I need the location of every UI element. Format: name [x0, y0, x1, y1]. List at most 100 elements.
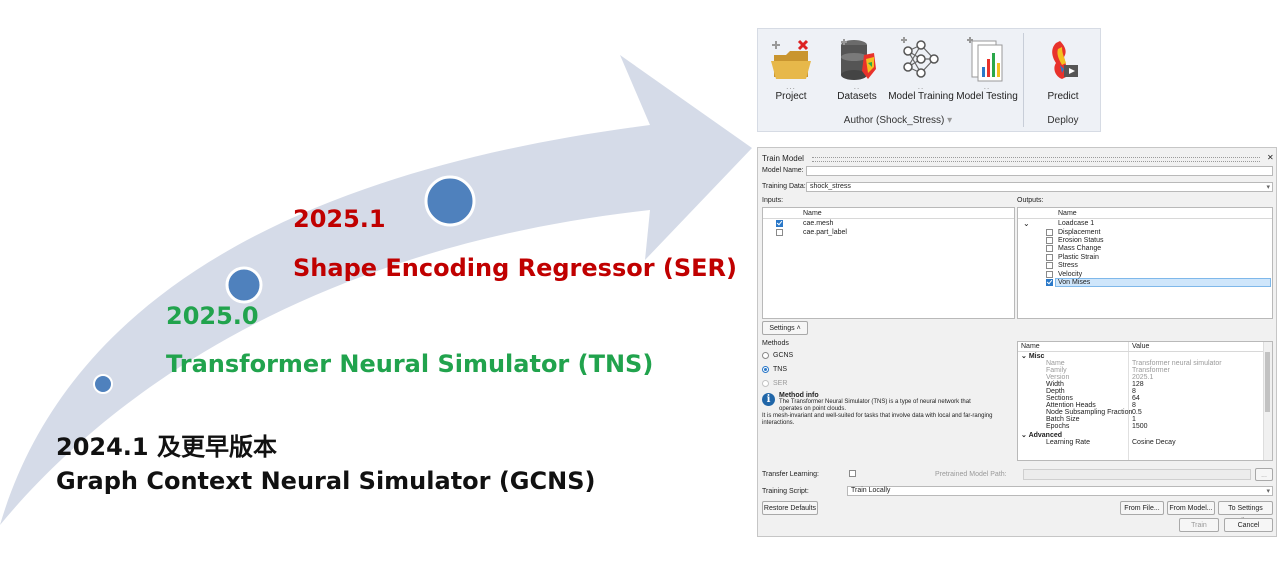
method-ser: SER	[773, 380, 788, 387]
method-tns[interactable]: TNS	[773, 366, 787, 373]
collapse-chevron-icon[interactable]: ⌄	[1023, 219, 1030, 228]
output-von-mises[interactable]: Von Mises	[1058, 279, 1091, 286]
deploy-group-label: Deploy	[1047, 115, 1079, 126]
settings-toggle-button[interactable]: Settings ˄	[762, 321, 808, 335]
pretrained-path-label: Pretrained Model Path:	[935, 471, 1007, 478]
prop-batch-size-value[interactable]: 1	[1132, 416, 1136, 423]
prop-version-name: Version	[1046, 374, 1070, 381]
from-file-button[interactable]: From File...	[1120, 501, 1164, 515]
chevron-down-icon: ▾	[1266, 184, 1270, 191]
predict-label: Predict	[1047, 91, 1079, 102]
prop-sections-name: Sections	[1046, 395, 1073, 402]
prop-learning-rate-value[interactable]: Cosine Decay	[1132, 439, 1176, 446]
outputs-name-header: Name	[1058, 210, 1077, 217]
outputs-label: Outputs:	[1017, 197, 1044, 204]
browse-button: ...	[1255, 468, 1273, 481]
inputs-name-header: Name	[803, 210, 822, 217]
props-value-header: Value	[1132, 343, 1150, 350]
info-icon: i	[762, 393, 775, 406]
output-checkbox-von-mises[interactable]	[1046, 279, 1053, 286]
props-scroll-thumb[interactable]	[1265, 352, 1270, 412]
project-tool[interactable]: ... Project	[758, 35, 824, 102]
title-grip[interactable]	[812, 157, 1260, 162]
output-checkbox-mass-change[interactable]	[1046, 245, 1053, 252]
output-mass-change[interactable]: Mass Change	[1058, 245, 1102, 252]
model-name-input[interactable]	[806, 166, 1273, 176]
output-checkbox-erosion-status[interactable]	[1046, 237, 1053, 244]
training-data-label: Training Data:	[762, 183, 806, 190]
output-velocity[interactable]: Velocity	[1058, 271, 1083, 278]
prop-family-name: Family	[1046, 367, 1067, 374]
output-displacement[interactable]: Displacement	[1058, 229, 1101, 236]
arrow-shape	[0, 55, 752, 525]
method-gcns[interactable]: GCNS	[773, 352, 794, 359]
ser-name: Shape Encoding Regressor (SER)	[293, 254, 737, 282]
model-training-label: Model Training	[888, 91, 954, 102]
to-settings-file-button[interactable]: To Settings File...	[1218, 501, 1273, 525]
prop-learning-rate-name: Learning Rate	[1046, 439, 1090, 446]
output-stress[interactable]: Stress	[1058, 262, 1078, 269]
from-model-button[interactable]: From Model...	[1167, 501, 1215, 515]
model-training-tool[interactable]: .. Model Training	[888, 35, 954, 102]
datasets-tool[interactable]: .. Datasets	[824, 35, 890, 102]
props-advanced-group[interactable]: ⌄ Advanced	[1021, 432, 1063, 439]
datasets-label: Datasets	[837, 91, 877, 102]
prop-sections-value[interactable]: 64	[1132, 395, 1140, 402]
input-cae-part-label[interactable]: cae.part_label	[803, 229, 847, 236]
prop-depth-name: Depth	[1046, 388, 1065, 395]
ribbon-separator	[1023, 33, 1024, 127]
input-cae-mesh[interactable]: cae.mesh	[803, 220, 834, 227]
model-testing-label: Model Testing	[956, 91, 1018, 102]
inputs-label: Inputs:	[762, 197, 784, 204]
close-icon[interactable]: ✕	[1267, 153, 1274, 162]
output-checkbox-velocity[interactable]	[1046, 271, 1053, 278]
prop-subsampling-value[interactable]: 0.5	[1132, 409, 1142, 416]
properties-grid: Name Value ⌄ Misc Name Transformer neura…	[1017, 341, 1273, 461]
props-misc-group[interactable]: ⌄ Misc	[1021, 353, 1045, 360]
inputs-list: Name cae.mesh cae.part_label	[762, 207, 1015, 319]
cancel-button[interactable]: Cancel	[1224, 518, 1273, 532]
transfer-learning-label: Transfer Learning:	[762, 471, 819, 478]
prop-depth-value[interactable]: 8	[1132, 388, 1136, 395]
outputs-list: Name ⌄ Loadcase 1 Displacement Erosion S…	[1017, 207, 1273, 319]
input-checkbox-cae-mesh[interactable]	[776, 220, 783, 227]
output-checkbox-plastic-strain[interactable]	[1046, 254, 1053, 261]
dialog-title: Train Model	[762, 154, 804, 163]
transfer-learning-checkbox[interactable]	[849, 470, 856, 477]
prop-attention-heads-value[interactable]: 8	[1132, 402, 1136, 409]
folder-icon	[768, 35, 814, 83]
train-button: Train	[1179, 518, 1219, 532]
output-checkbox-stress[interactable]	[1046, 262, 1053, 269]
input-checkbox-cae-part-label[interactable]	[776, 229, 783, 236]
training-script-select[interactable]: Train Locally ▾	[847, 486, 1273, 496]
prop-epochs-value[interactable]: 1500	[1132, 423, 1148, 430]
author-group-label[interactable]: Author (Shock_Stress) ▾	[843, 115, 953, 126]
tns-name: Transformer Neural Simulator (TNS)	[166, 350, 654, 378]
chevron-down-icon: ▾	[1266, 488, 1270, 495]
output-plastic-strain[interactable]: Plastic Strain	[1058, 254, 1099, 261]
timeline-dot-tns	[225, 266, 263, 304]
model-testing-tool[interactable]: .. Model Testing	[954, 35, 1020, 102]
timeline-dot-gcns	[93, 374, 113, 394]
restore-defaults-button[interactable]: Restore Defaults	[762, 501, 818, 515]
output-erosion-status[interactable]: Erosion Status	[1058, 237, 1104, 244]
prop-family-value: Transformer	[1132, 367, 1170, 374]
timeline-dot-ser	[424, 175, 476, 227]
training-data-select[interactable]: shock_stress ▾	[806, 182, 1273, 192]
prop-width-name: Width	[1046, 381, 1064, 388]
props-name-header: Name	[1021, 343, 1040, 350]
method-radio-tns[interactable]	[762, 366, 769, 373]
method-radio-gcns[interactable]	[762, 352, 769, 359]
database-icon	[834, 35, 880, 83]
predict-tool[interactable]: Predict	[1030, 35, 1096, 102]
output-checkbox-displacement[interactable]	[1046, 229, 1053, 236]
model-name-label: Model Name:	[762, 167, 804, 174]
prop-subsampling-name: Node Subsampling Fraction	[1046, 409, 1133, 416]
method-info-title: Method info	[779, 392, 819, 399]
props-scrollbar[interactable]	[1263, 342, 1272, 460]
prop-width-value[interactable]: 128	[1132, 381, 1144, 388]
group-dropdown-icon[interactable]: ▾	[947, 115, 953, 126]
method-radio-ser	[762, 380, 769, 387]
neural-network-icon	[898, 35, 944, 83]
